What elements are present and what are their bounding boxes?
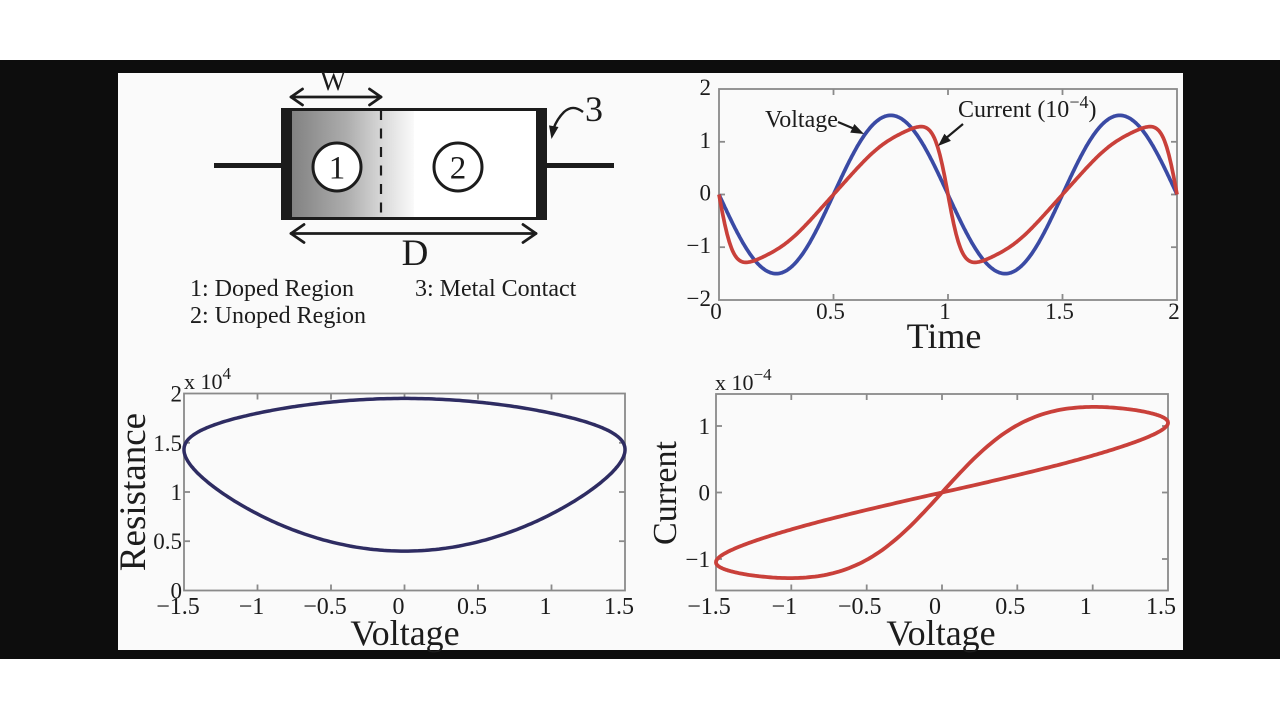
svg-text:1.5: 1.5 — [1146, 594, 1176, 620]
svg-text:0.5: 0.5 — [457, 594, 487, 620]
svg-text:1: 1 — [1080, 594, 1092, 620]
svg-text:2: 2 — [450, 151, 467, 187]
svg-text:0.5: 0.5 — [816, 299, 845, 324]
svg-text:1: 1 — [699, 414, 711, 439]
svg-text:2: Unoped Region: 2: Unoped Region — [190, 303, 366, 329]
svg-text:Resistance: Resistance — [113, 413, 154, 571]
svg-text:0: 0 — [171, 579, 183, 604]
svg-text:x 104: x 104 — [184, 364, 232, 394]
svg-text:−0.5: −0.5 — [303, 594, 347, 620]
svg-text:−1.5: −1.5 — [687, 594, 731, 620]
svg-text:W: W — [320, 66, 346, 96]
svg-text:2: 2 — [171, 382, 183, 407]
svg-text:−2: −2 — [687, 286, 711, 311]
svg-text:D: D — [402, 233, 429, 274]
svg-text:−1: −1 — [772, 594, 798, 620]
svg-text:1: 1 — [540, 594, 552, 620]
svg-text:1: 1 — [171, 480, 183, 505]
svg-text:−1: −1 — [686, 547, 710, 572]
svg-text:Time: Time — [907, 316, 982, 356]
svg-text:0: 0 — [699, 481, 711, 506]
svg-text:−1: −1 — [239, 594, 265, 620]
svg-text:Voltage: Voltage — [886, 613, 995, 653]
svg-text:Voltage: Voltage — [350, 613, 459, 653]
svg-text:Voltage: Voltage — [765, 107, 838, 133]
svg-text:2: 2 — [1168, 299, 1180, 324]
svg-text:−1: −1 — [687, 233, 711, 258]
svg-text:Current (10−4): Current (10−4) — [958, 92, 1096, 123]
svg-text:0: 0 — [700, 181, 712, 206]
svg-text:1: 1 — [939, 299, 951, 324]
svg-text:3: 3 — [585, 89, 603, 129]
svg-text:x 10−4: x 10−4 — [715, 365, 772, 395]
svg-text:1.5: 1.5 — [604, 594, 634, 620]
svg-text:0.5: 0.5 — [153, 529, 182, 554]
svg-text:3: Metal Contact: 3: Metal Contact — [415, 276, 577, 302]
svg-text:1.5: 1.5 — [1045, 299, 1074, 324]
svg-text:0: 0 — [929, 594, 941, 620]
svg-text:1: 1 — [700, 128, 712, 153]
svg-text:0: 0 — [393, 594, 405, 620]
svg-text:Current: Current — [647, 441, 684, 545]
svg-text:0: 0 — [710, 299, 722, 324]
svg-text:−1.5: −1.5 — [156, 594, 200, 620]
svg-text:0.5: 0.5 — [995, 594, 1025, 620]
svg-text:1: Doped Region: 1: Doped Region — [190, 276, 354, 302]
svg-text:1.5: 1.5 — [153, 431, 182, 456]
svg-text:−0.5: −0.5 — [838, 594, 882, 620]
svg-text:1: 1 — [329, 151, 346, 187]
svg-text:2: 2 — [700, 75, 712, 100]
